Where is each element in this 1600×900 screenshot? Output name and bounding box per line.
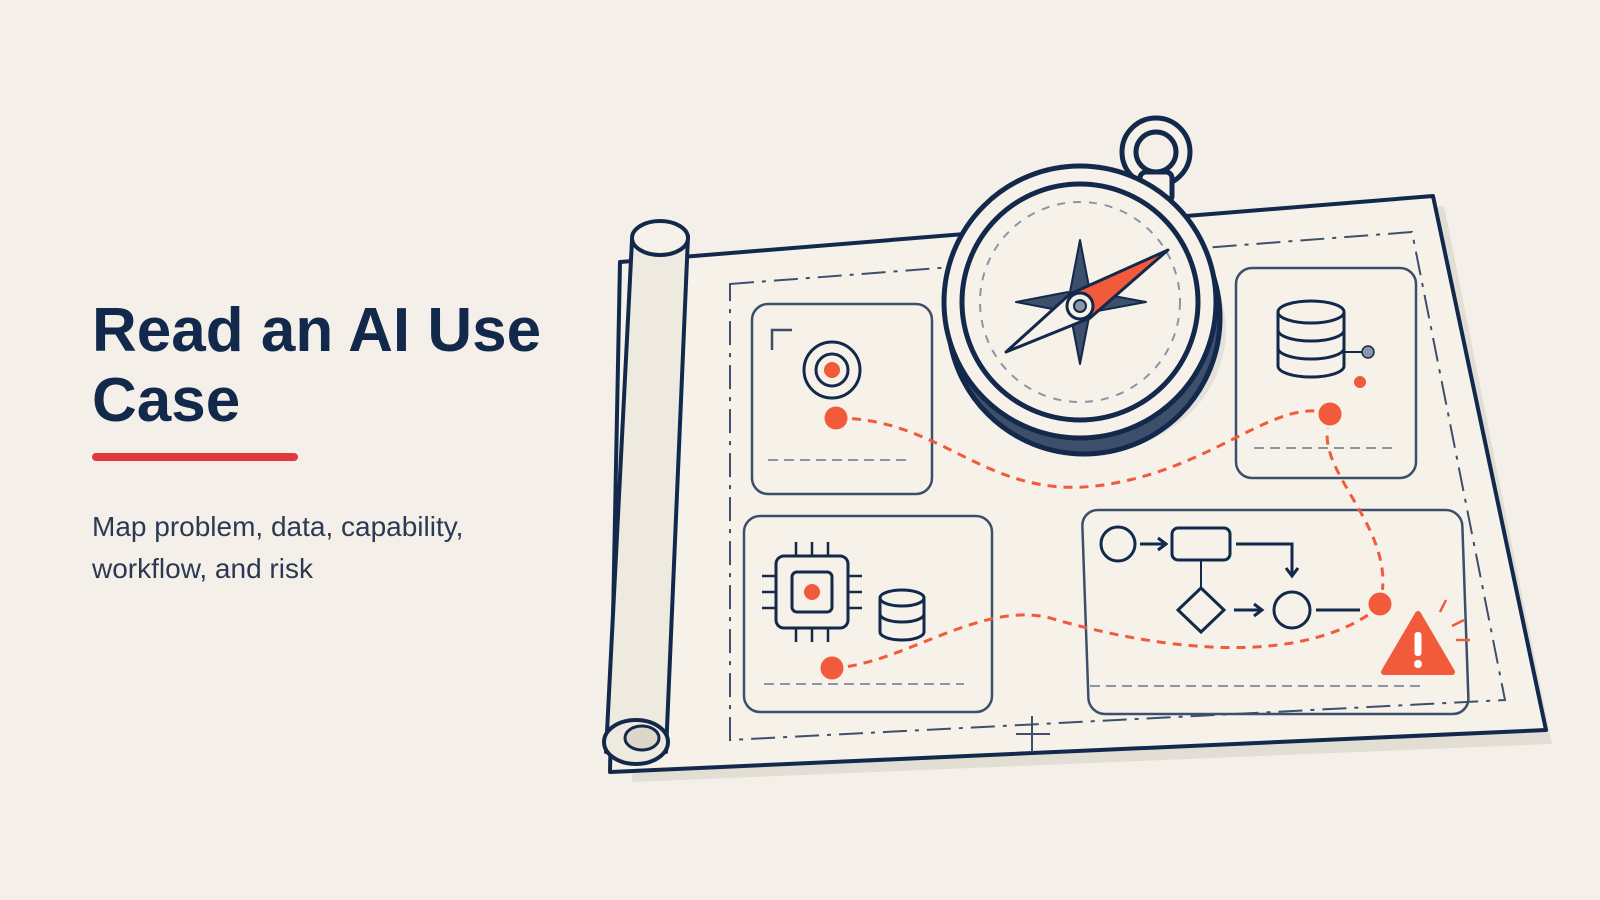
route-node (821, 403, 851, 433)
route-path-right (1325, 419, 1385, 605)
route-path-top (835, 409, 1331, 489)
compass-icon (941, 115, 1226, 457)
route-node (1365, 589, 1395, 619)
slide-subtitle: Map problem, data, capability, workflow,… (92, 511, 464, 584)
route-node (1315, 399, 1345, 429)
warning-icon (1381, 599, 1470, 675)
chip-icon (762, 542, 862, 642)
small-database-icon (878, 588, 926, 642)
title-underline (92, 453, 298, 461)
panel-database (1234, 266, 1418, 480)
panel-chip (742, 514, 994, 714)
workflow-icon (1099, 525, 1360, 635)
panel-workflow (1081, 508, 1470, 716)
database-icon (1276, 299, 1375, 388)
slide-title: Read an AI Use Case (92, 296, 542, 435)
map-roll (602, 219, 690, 766)
target-icon (802, 340, 862, 400)
map-cross-mark (1016, 716, 1050, 752)
route-node (817, 653, 847, 683)
panel-target (750, 302, 934, 496)
route-nodes (817, 399, 1395, 683)
